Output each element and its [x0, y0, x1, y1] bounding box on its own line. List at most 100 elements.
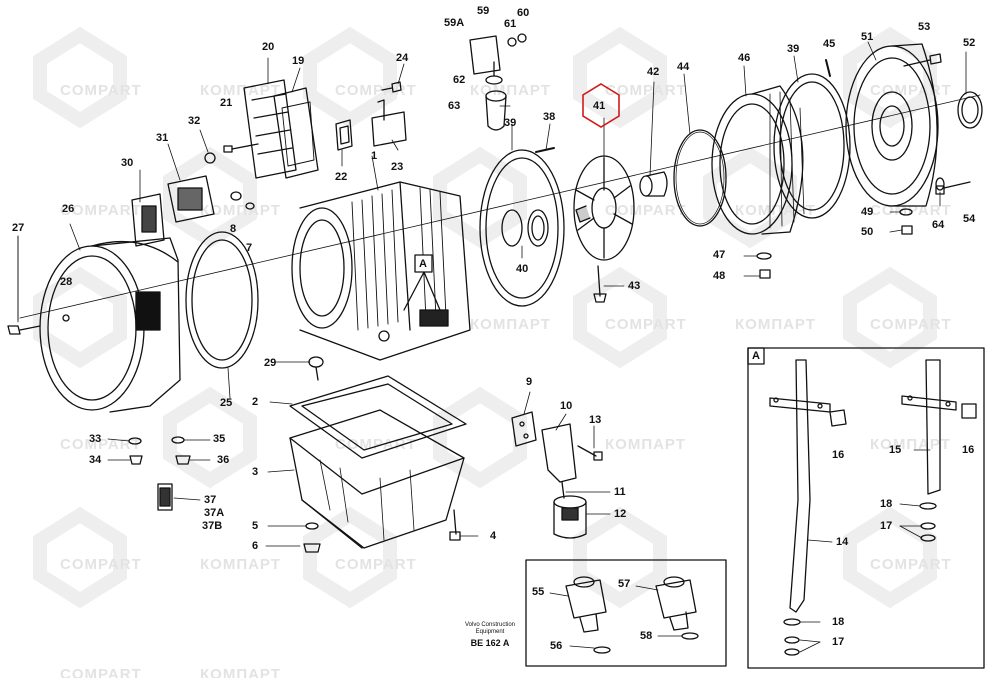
plug-32: [204, 152, 216, 164]
fitting-62: [485, 61, 503, 85]
callout-52: 52: [963, 37, 976, 49]
callout-4: 4: [490, 530, 497, 542]
callout-26: 26: [62, 203, 75, 215]
watermark-text: COMPART: [605, 316, 687, 333]
callout-17: 17: [832, 636, 845, 648]
plug-50: [901, 225, 913, 235]
callout-41: 41: [593, 100, 606, 112]
washer-35: [171, 436, 185, 444]
bolt-21: [223, 143, 259, 153]
callout-5: 5: [252, 520, 259, 532]
caption-manufacturer-line2: Equipment: [475, 629, 505, 635]
watermark-text: КОМПАРТ: [200, 82, 281, 99]
screw-24: [381, 81, 402, 93]
callout-35: 35: [213, 433, 226, 445]
callout-23: 23: [391, 161, 404, 173]
callout-10: 10: [560, 400, 573, 412]
callout-47: 47: [713, 249, 726, 261]
callout-16: 16: [962, 444, 975, 456]
washer-7: [245, 202, 255, 210]
watermark-text: COMPART: [60, 202, 142, 219]
view-a-marker-label: A: [419, 258, 427, 270]
transmission-housing: [291, 181, 471, 361]
callout-18: 18: [880, 498, 893, 510]
highlight-hexagon: [582, 83, 620, 128]
callout-12: 12: [614, 508, 627, 520]
stud-38: [535, 147, 555, 153]
bolt-43: [593, 265, 607, 303]
watermark-text: КОМПАРТ: [200, 202, 281, 219]
callout-27: 27: [12, 222, 25, 234]
valve-plate-19: [273, 87, 319, 179]
cover-9: [511, 411, 537, 447]
callout-21: 21: [220, 97, 233, 109]
callout-22: 22: [335, 171, 348, 183]
callout-8: 8: [230, 223, 237, 235]
watermark-text: COMPART: [605, 202, 687, 219]
watermark-text: КОМПАРТ: [470, 316, 551, 333]
bolt-54: [935, 181, 971, 195]
sensor-37: [157, 483, 173, 511]
callout-28: 28: [60, 276, 73, 288]
plug-34: [129, 455, 143, 465]
watermark-text: КОМПАРТ: [870, 436, 951, 453]
callout-2: 2: [252, 396, 259, 408]
oil-pan-gasket-2: [289, 375, 467, 459]
watermark-text: COMPART: [870, 556, 952, 573]
watermark-text: КОМПАРТ: [200, 666, 281, 678]
gasket-39-right: [773, 73, 851, 219]
filter-head-10: [541, 423, 577, 483]
watermark-text: КОМПАРТ: [470, 82, 551, 99]
bolt-13: [577, 445, 603, 461]
pin-45: [825, 59, 831, 77]
callout-42: 42: [647, 66, 660, 78]
ring-gear-46: [711, 85, 805, 235]
callout-58: 58: [640, 630, 653, 642]
washer-49: [899, 208, 913, 216]
watermark-text: COMPART: [60, 82, 142, 99]
callout-45: 45: [823, 38, 836, 50]
callout-7: 7: [246, 242, 253, 254]
detail-fittings-box: [525, 559, 727, 667]
cover-31: [167, 175, 215, 223]
watermark-text: COMPART: [335, 82, 417, 99]
callout-15: 15: [889, 444, 902, 456]
impeller-41: [573, 155, 635, 261]
detail-a-label: A: [752, 350, 760, 362]
plug-36: [175, 455, 191, 465]
callout-37b: 37B: [202, 520, 223, 532]
bell-housing: [39, 237, 181, 413]
callout-39: 39: [504, 117, 517, 129]
callout-39: 39: [787, 43, 800, 55]
callout-13: 13: [589, 414, 602, 426]
watermark-text: COMPART: [870, 316, 952, 333]
callout-29: 29: [264, 357, 277, 369]
callout-38: 38: [543, 111, 556, 123]
callout-54: 54: [963, 213, 976, 225]
callout-25: 25: [220, 397, 233, 409]
callout-64: 64: [932, 219, 945, 231]
gasket-25: [185, 231, 259, 369]
callout-59: 59: [477, 5, 490, 17]
oil-pan-3: [289, 409, 465, 549]
callout-43: 43: [628, 280, 641, 292]
callout-36: 36: [217, 454, 230, 466]
nut-60: [517, 33, 527, 43]
washer-47: [756, 252, 772, 260]
center-axis: [19, 94, 981, 319]
bolt-27: [7, 235, 41, 335]
bolt-53: [903, 53, 942, 67]
callout-30: 30: [121, 157, 134, 169]
callout-63: 63: [448, 100, 461, 112]
callout-24: 24: [396, 52, 409, 64]
detail-a-box: [747, 347, 985, 669]
callout-16: 16: [832, 449, 845, 461]
callout-32: 32: [188, 115, 201, 127]
callout-6: 6: [252, 540, 259, 552]
callout-17: 17: [880, 520, 893, 532]
bolt-4: [449, 509, 461, 541]
callout-49: 49: [861, 206, 874, 218]
caption-manufacturer-line1: Volvo Construction: [464, 622, 516, 628]
